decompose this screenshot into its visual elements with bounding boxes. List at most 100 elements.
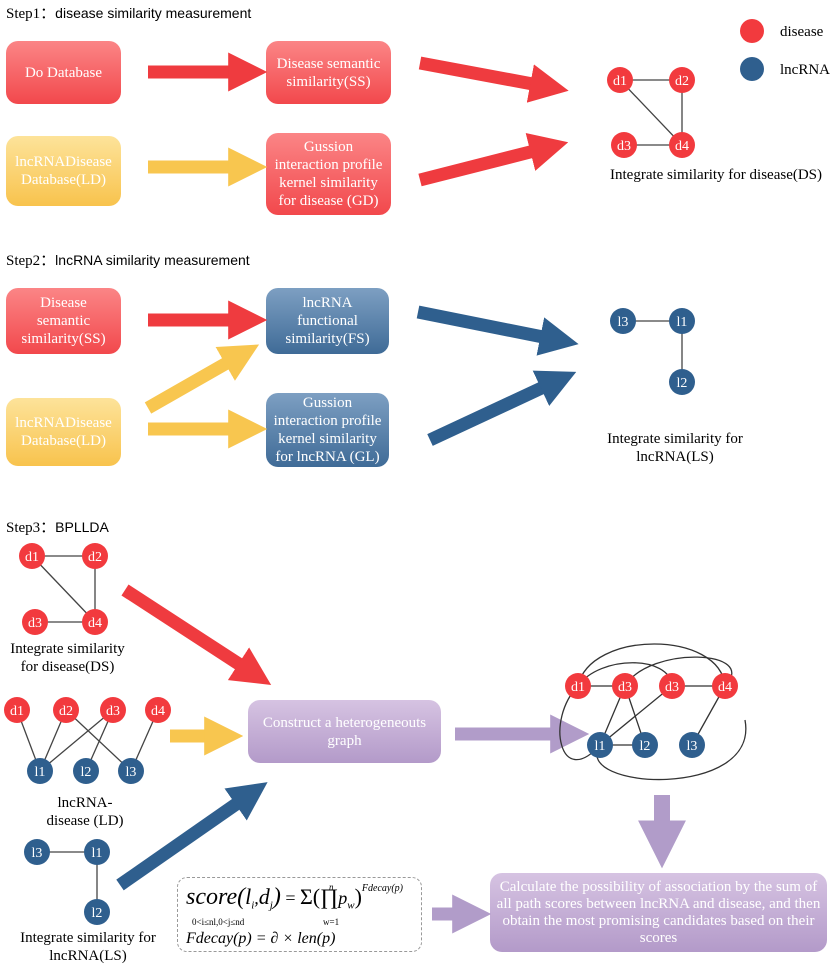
legend-disease-dot — [740, 19, 764, 43]
svg-text:l1: l1 — [35, 765, 46, 780]
het-node-l3: l3 — [679, 732, 705, 758]
svg-text:d3: d3 — [617, 139, 631, 154]
het-node-l1: l1 — [587, 732, 613, 758]
node-l3-ls: l3 — [24, 839, 50, 865]
arrow-fs-to-ls — [416, 305, 579, 356]
svg-text:l3: l3 — [687, 739, 698, 754]
step2-heading: Step2：lncRNA similarity measurement — [6, 249, 250, 270]
do-database-box: Do Database — [6, 41, 121, 104]
score-arg-d: d — [258, 884, 270, 909]
node-l1: l1 — [669, 308, 695, 334]
svg-text:d4: d4 — [675, 139, 689, 154]
score-formula-line1: score(li,dj) = Σ(∏pw)Fdecay(p) 0<i≤nl,0<… — [186, 882, 404, 927]
step1-heading: Step1：disease similarity measurement — [6, 2, 251, 23]
svg-text:d1: d1 — [10, 704, 24, 719]
svg-text:l3: l3 — [126, 765, 137, 780]
svg-text:l2: l2 — [92, 906, 103, 921]
svg-text:l2: l2 — [677, 376, 688, 391]
svg-text:d3: d3 — [618, 680, 632, 695]
lncrnadisease-database-box: lncRNADisease Database(LD) — [6, 136, 121, 206]
gip-disease-box: Gussion interaction profile kernel simil… — [266, 133, 391, 215]
legend-lncrna-dot — [740, 57, 764, 81]
score-formula-line2: Fdecay(p) = ∂ × len(p) — [186, 930, 336, 947]
node-l3: l3 — [610, 308, 636, 334]
lncrnadisease-database-box-2: lncRNADisease Database(LD) — [6, 398, 121, 466]
arrow-ls-to-graph — [116, 782, 268, 891]
node-d4-ld: d4 — [145, 697, 171, 723]
svg-text:d3: d3 — [665, 680, 679, 695]
node-d3-ld: d3 — [100, 697, 126, 723]
score-formula: score(li,dj) = Σ(∏pw)Fdecay(p) 0<i≤nl,0<… — [177, 877, 422, 952]
svg-text:l3: l3 — [618, 315, 629, 330]
ds-graph-step3: d1 d2 d3 d4 — [19, 543, 108, 635]
node-d3: d3 — [611, 132, 637, 158]
sum-top: n — [329, 882, 334, 892]
node-d4-s3: d4 — [82, 609, 108, 635]
caption-ls-step2: Integrate similarity for lncRNA(LS) — [607, 431, 743, 465]
caption-ls-step3: Integrate similarity for lncRNA(LS) — [20, 930, 156, 964]
node-d2: d2 — [669, 67, 695, 93]
het-node-d3a: d3 — [612, 673, 638, 699]
node-d4: d4 — [669, 132, 695, 158]
step1-prefix: Step1： — [6, 6, 56, 22]
svg-text:l2: l2 — [640, 739, 651, 754]
svg-text:l1: l1 — [595, 739, 606, 754]
svg-text:l1: l1 — [677, 315, 688, 330]
node-l2-ls: l2 — [84, 899, 110, 925]
svg-text:d2: d2 — [88, 550, 102, 565]
node-l1-ld: l1 — [27, 758, 53, 784]
caption-ds-step1: Integrate similarity for disease(DS) — [610, 167, 823, 183]
het-node-d3b: d3 — [659, 673, 685, 699]
arrow-ss-to-ds — [418, 56, 569, 103]
arrow-ld-to-fs — [144, 344, 260, 414]
legend-lncrna-label: lncRNA — [780, 62, 830, 78]
step3-prefix: Step3： — [6, 520, 56, 536]
ds-graph-step1: d1 d2 d3 d4 — [607, 67, 695, 158]
node-d3-s3: d3 — [22, 609, 48, 635]
svg-text:l2: l2 — [81, 765, 92, 780]
score-sub-range: 0<i≤nl,0<j≤nd — [192, 917, 245, 927]
arrow-gd-to-ds — [418, 133, 569, 187]
node-d1: d1 — [607, 67, 633, 93]
svg-text:l3: l3 — [32, 846, 43, 861]
node-d1-s3: d1 — [19, 543, 45, 569]
node-l2-ld: l2 — [73, 758, 99, 784]
node-l2: l2 — [669, 369, 695, 395]
svg-text:d4: d4 — [718, 680, 732, 695]
legend-disease-label: disease — [780, 24, 824, 40]
score-word: score — [186, 884, 238, 910]
score-arg-l: l — [245, 884, 252, 909]
disease-semantic-similarity-box: Disease semantic similarity(SS) — [266, 41, 391, 104]
arrow-gl-to-ls — [427, 370, 577, 446]
step3-heading: Step3：BPLLDA — [6, 516, 109, 537]
caption-ld-step3: lncRNA-disease (LD) — [46, 795, 124, 829]
svg-text:d2: d2 — [59, 704, 73, 719]
ls-graph-step3: l3 l1 l2 — [24, 839, 110, 925]
node-d2-ld: d2 — [53, 697, 79, 723]
node-l3-ld: l3 — [118, 758, 144, 784]
calculate-possibility-box: Calculate the possibility of association… — [490, 873, 827, 952]
construct-graph-box: Construct a heterogeneouts graph — [248, 700, 441, 763]
node-l1-ls: l1 — [84, 839, 110, 865]
svg-text:d4: d4 — [88, 616, 102, 631]
arrow-ds-to-graph — [121, 584, 272, 686]
svg-text:d1: d1 — [25, 550, 39, 565]
svg-text:d3: d3 — [106, 704, 120, 719]
svg-text:d3: d3 — [28, 616, 42, 631]
step3-title: BPLLDA — [55, 519, 109, 535]
sum-bottom: w=1 — [323, 917, 340, 927]
svg-text:d4: d4 — [151, 704, 165, 719]
caption-ds-step3: Integrate similarity for disease(DS) — [10, 641, 125, 675]
disease-semantic-similarity-box-2: Disease semantic similarity(SS) — [6, 288, 121, 354]
svg-text:l1: l1 — [92, 846, 103, 861]
step1-title: disease similarity measurement — [55, 5, 252, 21]
step2-title: lncRNA similarity measurement — [55, 252, 250, 268]
step2-prefix: Step2： — [6, 253, 56, 269]
svg-text:d1: d1 — [571, 680, 585, 695]
ld-graph-step3: d1 d2 d3 d4 l1 l2 l3 — [4, 697, 171, 784]
ls-graph-step2: l3 l1 l2 — [610, 308, 695, 395]
svg-text:d2: d2 — [675, 74, 689, 89]
het-node-d1: d1 — [565, 673, 591, 699]
het-node-l2: l2 — [632, 732, 658, 758]
